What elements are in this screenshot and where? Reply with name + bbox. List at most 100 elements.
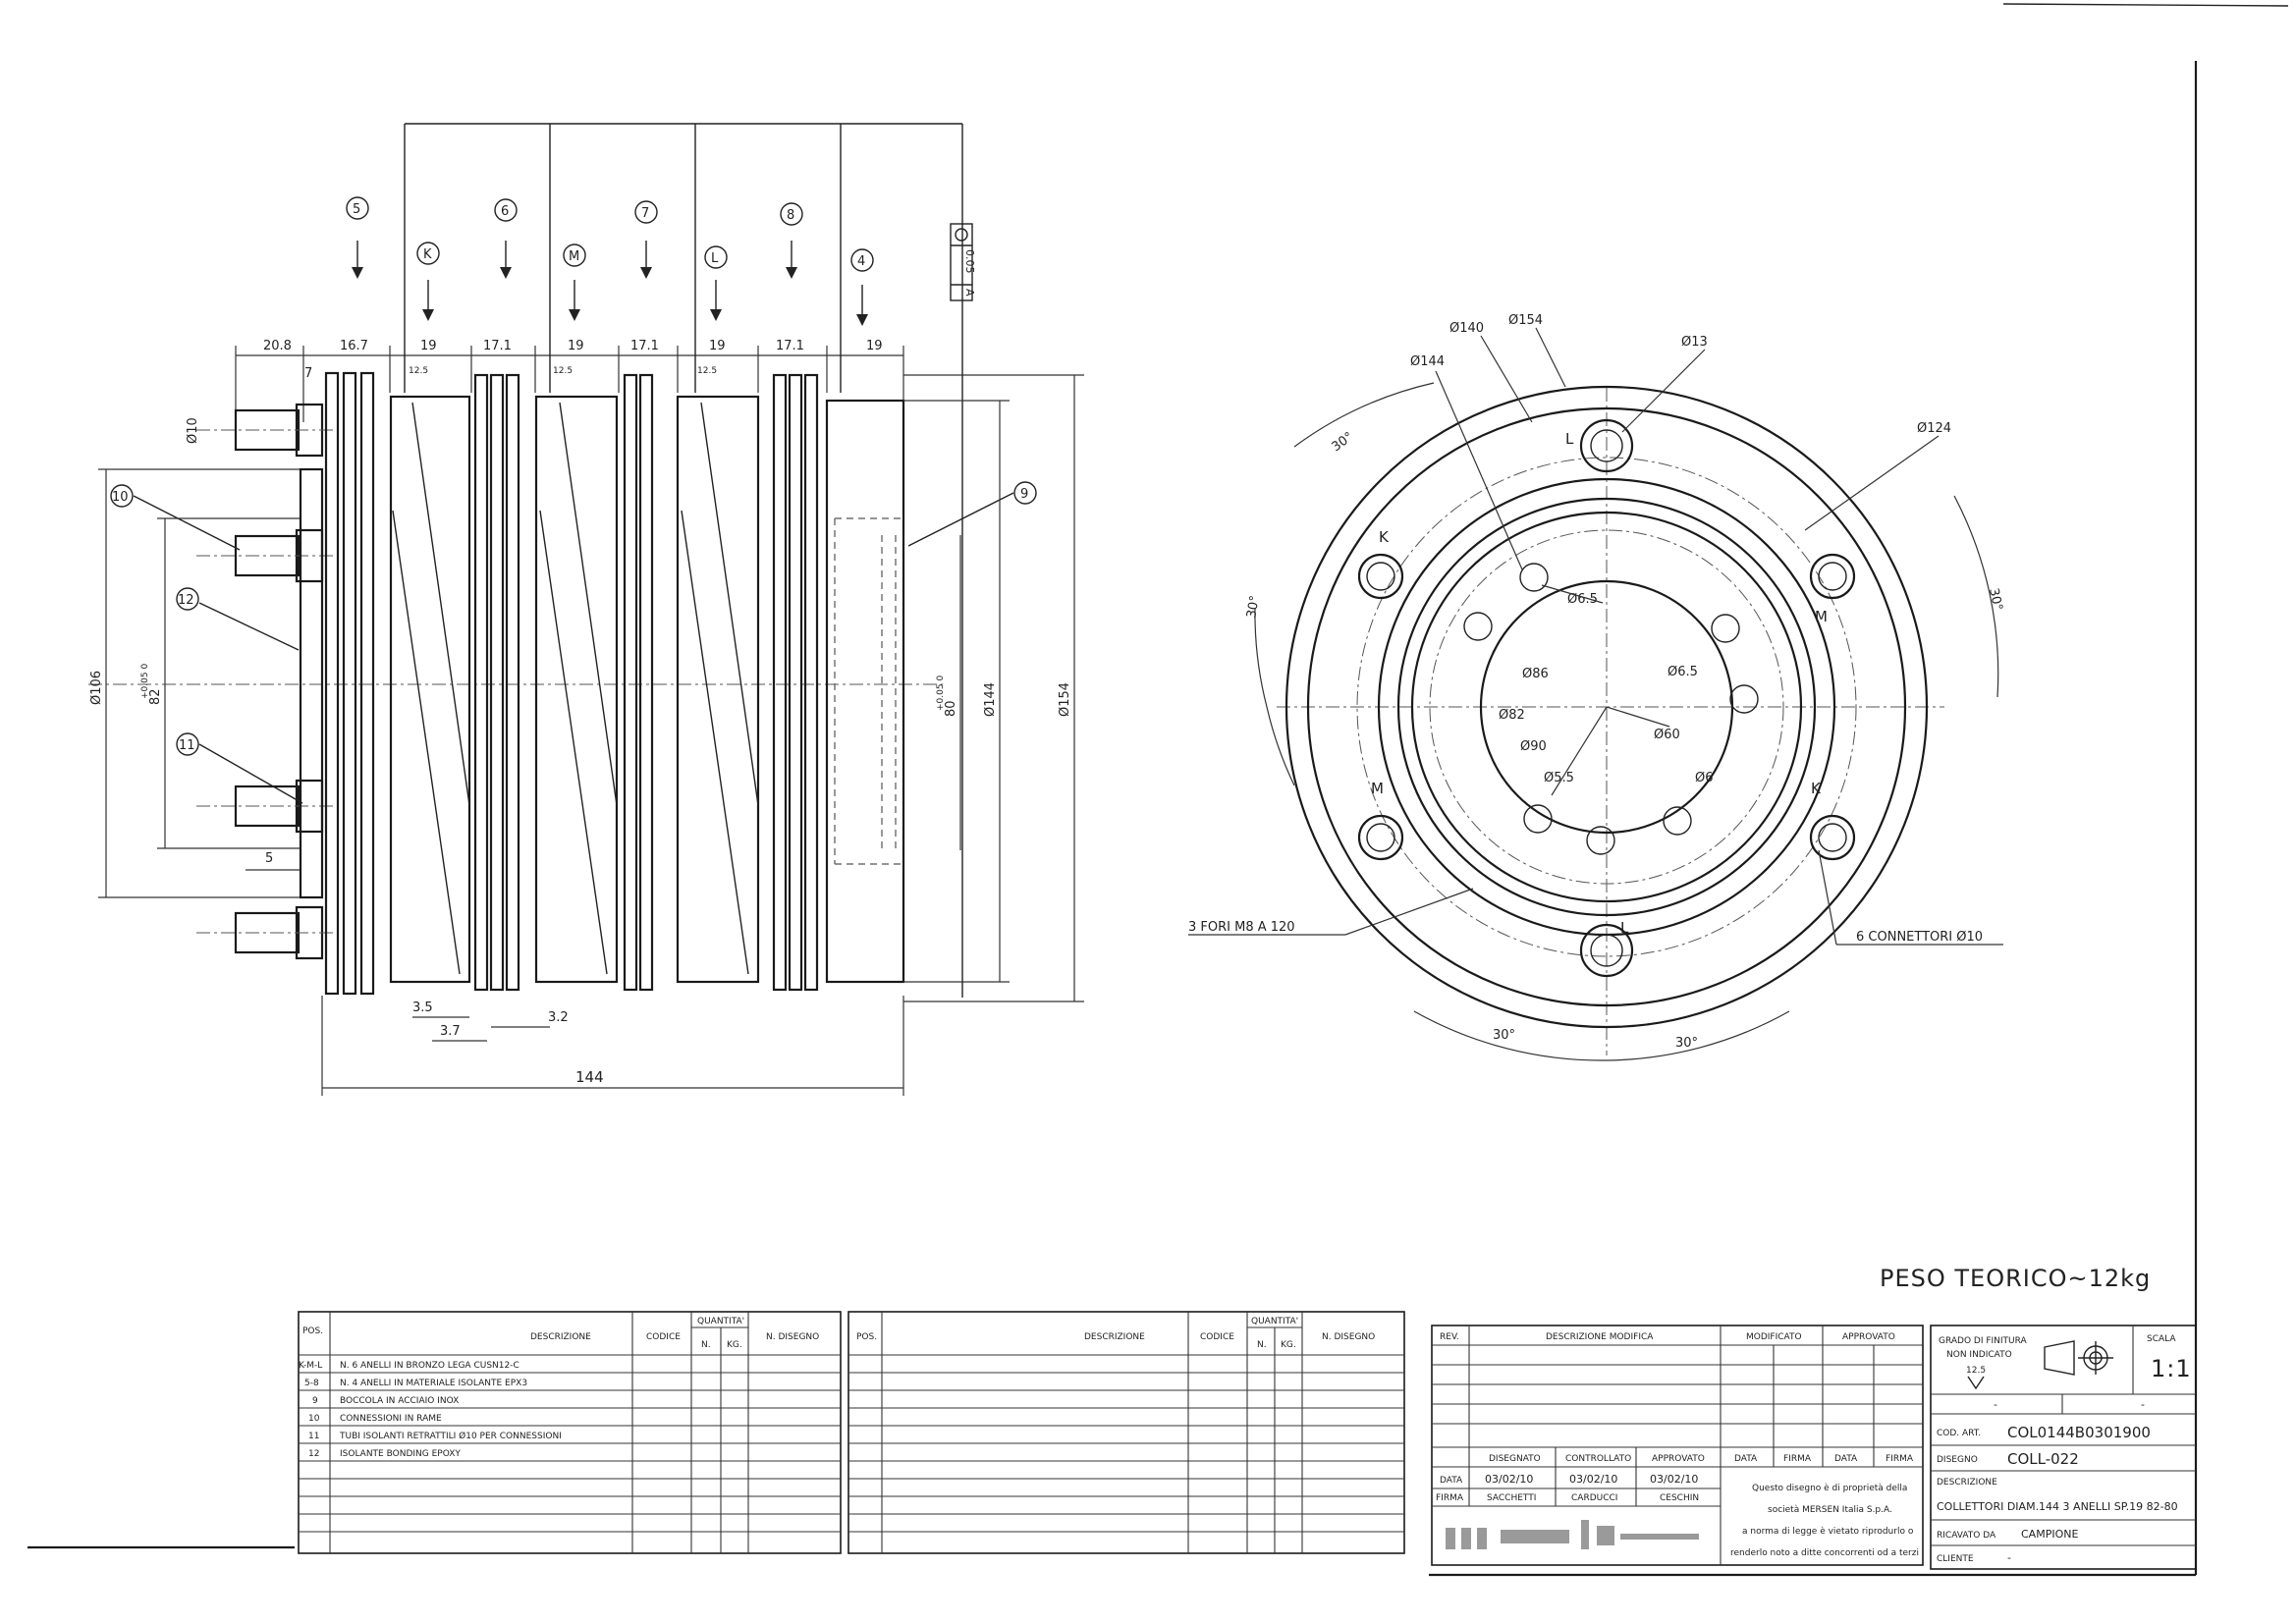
tb-cliente: - [2007,1551,2011,1564]
roughness-2: 12.5 [553,366,573,376]
front-d60: Ø60 [1654,728,1680,742]
company-logo [1446,1520,1699,1549]
front-d154: Ø154 [1508,313,1543,328]
parts-row-3-desc: BOCCOLA IN ACCIAIO INOX [340,1396,459,1406]
tb-scala: SCALA [2147,1334,2176,1344]
front-letter-m-left: M [1371,780,1384,797]
front-letter-k-right: K [1811,780,1822,797]
tb-notice-1: Questo disegno è di proprietà della [1752,1483,1907,1493]
tb-ricavato: CAMPIONE [2021,1528,2078,1541]
balloon-10: 10 [112,490,129,505]
balloon-6: 6 [501,204,509,219]
side-view: 20.8 16.7 19 17.1 19 17.1 19 17.1 19 7 5 [88,123,1084,1096]
dim-19-b: 19 [568,339,584,353]
tb-controllato: CONTROLLATO [1565,1454,1631,1464]
tb-cod-art: COL0144B0301900 [2007,1424,2151,1441]
angle-arcs: 30° 30° 30° 30° 30° [1244,382,2005,1061]
front-letter-k-left: K [1379,528,1390,546]
parts-row-5-pos: 11 [308,1432,319,1441]
roughness-3: 12.5 [697,366,717,376]
parts-row-2-desc: N. 4 ANELLI IN MATERIALE ISOLANTE EPX3 [340,1379,527,1388]
tb-firma-label: FIRMA [1436,1493,1464,1503]
dim-3-5: 3.5 [412,1001,433,1015]
tb-dash-2: - [2141,1398,2145,1411]
dim-d144: Ø144 [983,682,998,717]
tb-descrizione: COLLETTORI DIAM.144 3 ANELLI SP.19 82-80 [1937,1500,2178,1513]
front-dimensions: Ø140 Ø154 Ø144 Ø13 Ø124 Ø6.5 Ø6.5 Ø86 Ø8… [1188,313,2003,946]
inner-holes [1463,563,1759,855]
angle-30-b: 30° [1244,594,1263,619]
front-d90: Ø90 [1520,739,1547,754]
balloons-top: 5 6 7 8 4 K M L 12.5 12.5 1 [346,196,874,376]
tb-non-indicato: NON INDICATO [1946,1350,2012,1360]
balloon-8: 8 [787,208,794,223]
front-d124: Ø124 [1917,421,1951,436]
dim-17-1-c: 17.1 [776,339,804,353]
parts2-h-pos: POS. [856,1332,877,1342]
tb-data-label: DATA [1440,1476,1463,1486]
front-d6-5-b: Ø6.5 [1667,665,1698,679]
parts2-h-n: N. [1257,1340,1267,1350]
ring-letter-k: K [423,247,432,262]
front-letter-l-bottom: L [1620,919,1629,937]
title-block: REV. DESCRIZIONE MODIFICA MODIFICATO APP… [1431,1325,2197,1570]
parts-row-6-pos: 12 [308,1449,319,1459]
tb-grado: GRADO DI FINITURA [1939,1336,2028,1346]
parts-h-pos: POS. [302,1326,323,1336]
tb-sig-1: SACCHETTI [1487,1493,1536,1503]
front-d6-5-a: Ø6.5 [1567,592,1598,607]
front-d144: Ø144 [1410,354,1445,369]
tb-approvato-h: APPROVATO [1842,1332,1895,1342]
parts-row-2-pos: 5-8 [304,1379,319,1388]
section-columns [404,123,963,998]
tb-firma-col-2: FIRMA [1886,1454,1914,1464]
angle-30-e: 30° [1675,1036,1698,1051]
parts-row-5-desc: TUBI ISOLANTI RETRATTILI Ø10 PER CONNESS… [339,1431,562,1441]
vertical-dimensions: Ø106 82 +0.05 0 80 +0.05 0 Ø144 Ø154 [89,374,1084,1002]
balloon-4: 4 [857,254,865,269]
tb-sig-2: CARDUCCI [1571,1493,1617,1503]
dim-17-1-b: 17.1 [630,339,659,353]
front-letter-m-right: M [1815,608,1828,625]
balloon-7: 7 [641,206,649,221]
angle-30-c: 30° [1986,587,2004,613]
parts2-h-qty: QUANTITA' [1251,1317,1298,1326]
dim-82-tol: +0.05 0 [140,664,150,699]
dim-d154: Ø154 [1058,682,1072,717]
tb-approvato: APPROVATO [1652,1454,1705,1464]
weight-note: PESO TEORICO~12kg [1880,1265,2151,1292]
tb-desc-mod: DESCRIZIONE MODIFICA [1546,1332,1654,1342]
parts-h-code: CODICE [646,1332,681,1342]
dim-17-1-a: 17.1 [483,339,512,353]
bottom-dimensions: 5 3.5 3.7 3.2 144 [246,851,904,1096]
parts-h-drawing: N. DISEGNO [766,1332,819,1342]
sheet-border [27,3,2289,1577]
tb-date-2: 03/02/10 [1569,1473,1617,1486]
parts-h-desc: DESCRIZIONE [530,1332,591,1342]
front-d140: Ø140 [1449,321,1484,336]
parts-h-n: N. [701,1340,711,1350]
balloon-11: 11 [179,738,195,753]
dim-82: 82 [148,688,163,705]
tb-date-3: 03/02/10 [1650,1473,1698,1486]
dim-16-7: 16.7 [340,339,368,353]
tb-notice-4: renderlo noto a ditte concorrenti od a t… [1730,1548,1919,1558]
parts-row-4-desc: CONNESSIONI IN RAME [340,1414,442,1424]
connector-pins: Ø10 [186,403,334,960]
front-d13: Ø13 [1681,335,1708,350]
tb-descrizione-label: DESCRIZIONE [1937,1478,1997,1488]
parts-row-6-desc: ISOLANTE BONDING EPOXY [340,1449,461,1459]
tb-firma-col-1: FIRMA [1783,1454,1812,1464]
tb-disegno: COLL-022 [2007,1450,2079,1468]
tb-finish-value: 12.5 [1966,1366,1986,1376]
tb-notice-3: a norma di legge è vietato riprodurlo o [1742,1526,1914,1537]
angle-30-d: 30° [1493,1028,1515,1043]
balloon-5: 5 [353,202,360,217]
balloon-9: 9 [1020,487,1028,502]
tb-ricavato-label: RICAVATO DA [1937,1531,1996,1541]
front-letter-l-top: L [1565,430,1574,448]
tolerance-datum: A [963,289,976,297]
front-view: L L K K M M Ø140 Ø154 Ø144 Ø13 Ø124 Ø6.5… [1188,313,2005,1061]
tolerance-frame: 0.05 A [950,223,976,301]
angle-30-a: 30° [1330,430,1356,456]
